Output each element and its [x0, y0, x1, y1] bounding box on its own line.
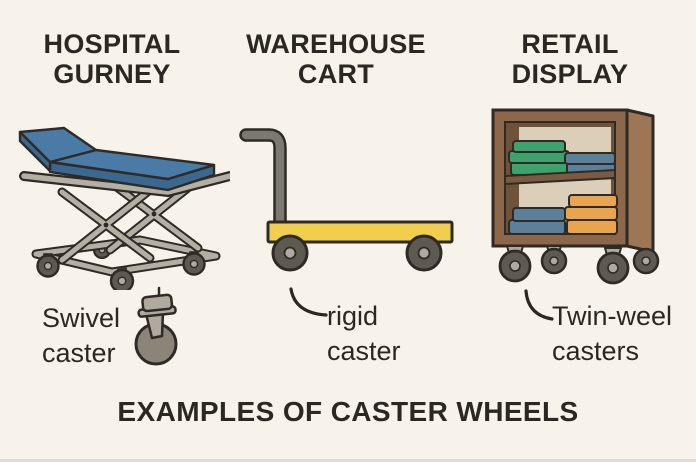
caption-line: rigid [327, 301, 379, 331]
caster-wheel [498, 245, 532, 283]
rigid-caster-leader-line [289, 287, 328, 317]
retail-display-illustration [491, 108, 660, 285]
caster-wheel [271, 234, 309, 272]
gurney-deck [19, 171, 230, 197]
caption-line: Swivel [42, 303, 121, 333]
caster-wheel [182, 251, 206, 276]
caster-wheel [540, 245, 568, 275]
cabinet-side-panel [625, 108, 655, 254]
cabinet-shelf [504, 168, 616, 186]
footer-title: EXAMPLES OF CASTER WHEELS [117, 396, 579, 427]
warehouse-cart-illustration [239, 128, 454, 272]
cart-handle [239, 128, 287, 231]
swivel-caster-icon [134, 286, 178, 366]
caption-swivel-caster: Swivel caster [42, 301, 120, 371]
column-title-hospital-gurney: HOSPITAL GURNEY [43, 29, 181, 89]
gurney-mattress [18, 126, 216, 192]
column-title-warehouse-cart: WAREHOUSE CART [246, 29, 426, 89]
caster-wheel [36, 253, 60, 278]
caption-rigid-caster: rigid caster [327, 299, 401, 369]
cart-platform [266, 220, 454, 244]
caption-line: caster [327, 336, 401, 366]
folded-clothes-blue [508, 207, 566, 235]
hospital-gurney-illustration [18, 126, 230, 290]
bottom-edge-strip [0, 459, 696, 462]
caption-line: caster [42, 338, 116, 368]
caption-line: Twin-weel [552, 301, 673, 331]
gurney-scissor-legs [57, 175, 203, 265]
folded-clothes-orange [564, 194, 618, 235]
caster-wheel [596, 247, 630, 285]
caster-wheel [405, 234, 443, 272]
caption-twin-wheel-casters: Twin-weel casters [552, 299, 672, 369]
caption-line: casters [552, 336, 640, 366]
twin-wheel-caster-leader-line [524, 289, 554, 321]
caster-wheel [632, 247, 660, 275]
folded-clothes-green [508, 140, 570, 176]
column-title-retail-display: RETAIL DISPLAY [511, 29, 629, 89]
caster-wheel [109, 267, 135, 290]
gurney-base-frame [31, 235, 221, 277]
